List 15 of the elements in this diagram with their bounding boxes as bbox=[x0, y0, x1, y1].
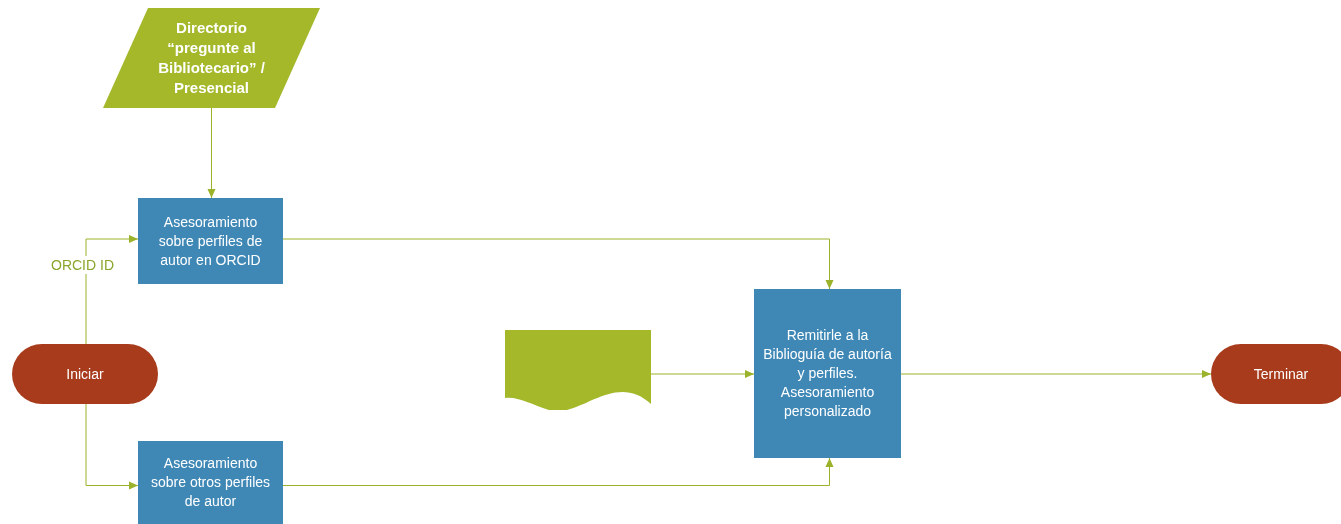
arrow bbox=[282, 238, 834, 290]
terminator-pill: Terminar bbox=[1211, 344, 1341, 404]
arrow bbox=[650, 370, 755, 378]
arrow bbox=[85, 235, 139, 345]
data-parallelogram: Directorio “pregunte al Bibliotecario” / Presencial bbox=[103, 8, 320, 108]
terminator-pill: Iniciar bbox=[12, 344, 158, 404]
arrow bbox=[282, 457, 834, 486]
document-shape bbox=[505, 330, 651, 410]
arrow bbox=[900, 370, 1212, 378]
process-box: Asesoramiento sobre perfiles de autor en ORCID bbox=[138, 198, 283, 284]
process-box: Asesoramiento sobre otros perfiles de autor bbox=[138, 441, 283, 524]
arrow bbox=[207, 107, 216, 199]
edge-label: ORCID ID bbox=[50, 256, 115, 274]
arrow bbox=[85, 403, 139, 490]
process-box: Remitirle a la Biblioguía de autoría y perfiles. Asesoramiento personalizado bbox=[754, 289, 901, 458]
